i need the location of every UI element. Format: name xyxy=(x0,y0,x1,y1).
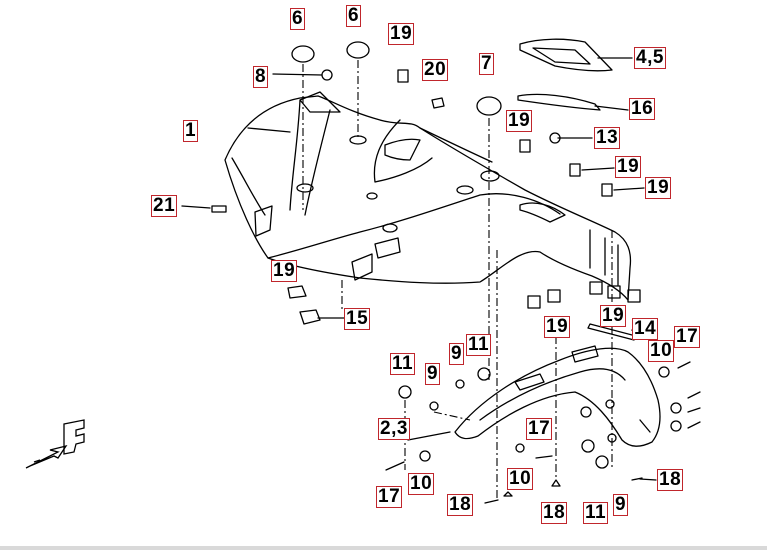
callout-17b: 17 xyxy=(526,418,553,440)
front-fender-part xyxy=(224,91,632,301)
callout-1: 1 xyxy=(183,120,199,142)
callout-17c: 17 xyxy=(376,486,403,508)
callout-9b: 9 xyxy=(613,494,629,516)
callout-14: 14 xyxy=(632,318,659,340)
callout-6a: 6 xyxy=(290,8,306,30)
callout-18c: 18 xyxy=(657,469,684,491)
clip-part-19a xyxy=(397,69,409,83)
callout-10c: 10 xyxy=(408,473,435,495)
callout-19b: 19 xyxy=(506,110,533,132)
callout-19c: 19 xyxy=(615,156,642,178)
bottom-border xyxy=(0,546,767,550)
cap-part-7 xyxy=(476,96,502,116)
callout-19e: 19 xyxy=(271,260,298,282)
callout-8: 8 xyxy=(253,66,269,88)
callout-4-5: 4,5 xyxy=(634,47,666,69)
cap-part-6a xyxy=(291,45,315,63)
callout-11a: 11 xyxy=(390,353,416,375)
callout-21: 21 xyxy=(151,195,178,217)
callout-11c: 11 xyxy=(583,502,609,524)
front-arrow-f-icon xyxy=(25,419,85,469)
callout-11b: 11 xyxy=(466,334,492,356)
callout-9-upper: 9 xyxy=(449,343,465,365)
callout-19g: 19 xyxy=(600,305,627,327)
callout-19f: 19 xyxy=(544,316,571,338)
clip-part-20 xyxy=(431,97,445,109)
callout-18a: 18 xyxy=(447,494,474,516)
callout-19d: 19 xyxy=(645,177,672,199)
callout-6b: 6 xyxy=(346,5,362,27)
gasket-part-16 xyxy=(517,93,601,111)
cap-part-6b xyxy=(346,41,370,59)
callout-15: 15 xyxy=(344,308,371,330)
callout-19a: 19 xyxy=(388,23,415,45)
callout-20: 20 xyxy=(422,59,449,81)
cover-part-45 xyxy=(519,38,613,72)
callout-2-3: 2,3 xyxy=(378,418,410,440)
callout-17a: 17 xyxy=(674,326,701,348)
lower-fender-part xyxy=(454,345,661,447)
callout-13: 13 xyxy=(594,127,621,149)
grommet-part-8 xyxy=(321,69,333,81)
callout-10b: 10 xyxy=(507,468,534,490)
callout-7: 7 xyxy=(479,53,495,75)
seal-part-14 xyxy=(587,323,637,341)
callout-16: 16 xyxy=(629,98,656,120)
callout-10a: 10 xyxy=(648,340,675,362)
callout-18b: 18 xyxy=(541,502,568,524)
callout-9a: 9 xyxy=(425,363,441,385)
